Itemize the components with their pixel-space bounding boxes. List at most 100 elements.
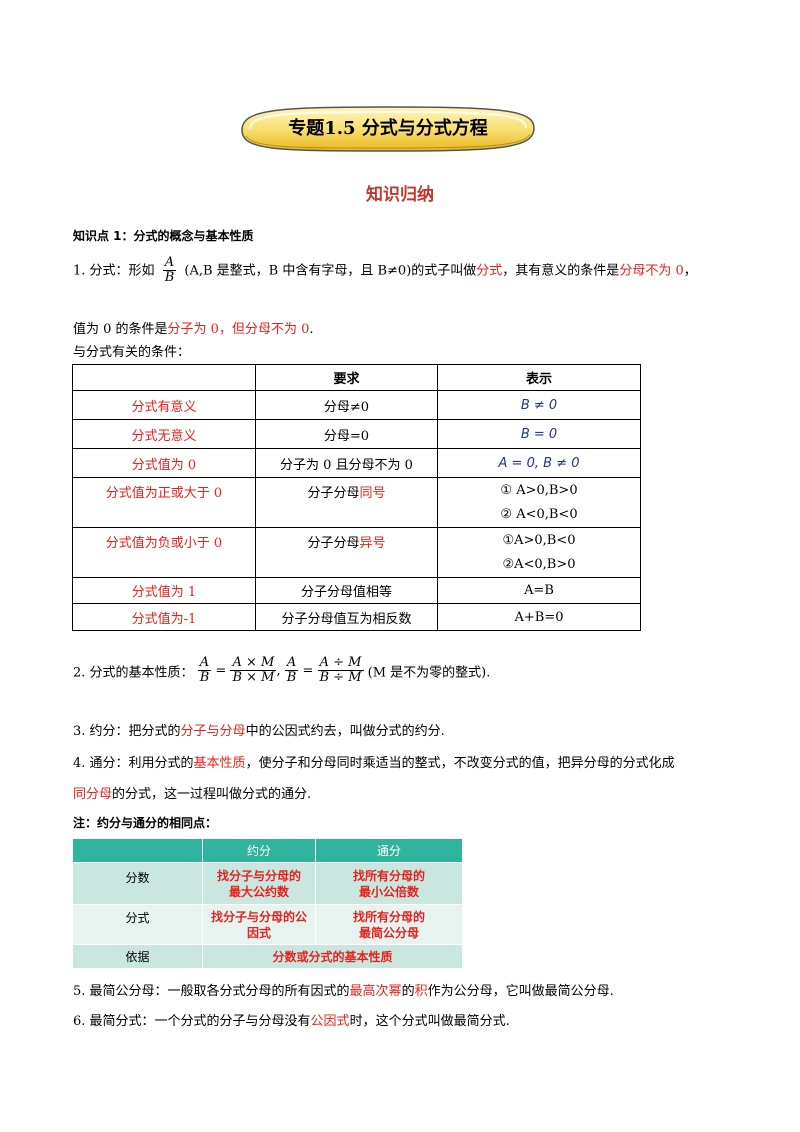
cell-line: 因式	[246, 925, 271, 940]
fraction-denominator: B ÷ M	[319, 670, 362, 686]
table-header-cell: 约分	[202, 838, 316, 863]
fraction-numerator: A × M	[230, 655, 277, 672]
condition-cell: 分式无意义	[72, 419, 256, 449]
reduction-cell: 找分子与分母的最大公约数	[202, 862, 316, 905]
table-header-row: 约分 通分	[72, 838, 463, 863]
basis-cell: 分数或分式的基本性质	[202, 944, 463, 969]
fraction-denominator: B	[164, 270, 175, 286]
p2-text-b: (M 是不为零的整式).	[367, 665, 491, 681]
condition-cell: 分式值为 1	[72, 577, 256, 604]
fraction-denominator: B	[286, 670, 297, 686]
representation-cell: ①A>0,B<0 ②A<0,B>0	[437, 527, 641, 578]
table-row: 分式 找分子与分母的公因式 找所有分母的最简公分母	[72, 904, 463, 945]
p6-text-a: 6. 最简分式：一个分式的分子与分母没有	[73, 1014, 311, 1029]
representation-cell: ① A>0,B>0 ② A<0,B<0	[437, 477, 641, 528]
fraction-numerator: A	[162, 255, 177, 272]
table-row: 分式值为正或大于 0 分子分母同号 ① A>0,B>0 ② A<0,B<0	[72, 477, 641, 528]
table-row: 分式有意义 分母≠0 B ≠ 0	[72, 390, 641, 420]
requirement-highlight: 同号	[359, 486, 386, 501]
fraction-numerator: A	[197, 655, 212, 672]
row-label: 分式	[72, 904, 203, 945]
p1-text-d: ，其有意义的条件是	[502, 263, 620, 279]
cell-line: 最小公倍数	[358, 884, 419, 899]
p1-text-g: 值为 0 的条件是	[73, 322, 168, 337]
representation-cell: B ≠ 0	[437, 390, 641, 420]
p4-highlight: 基本性质	[193, 756, 246, 771]
paragraph-4-line-1: 4. 通分：利用分式的基本性质，使分子和分母同时乘适当的整式，不改变分式的值，把…	[73, 752, 675, 771]
paragraph-3: 3. 约分：把分式的分子与分母中的公因式约去，叫做分式的约分.	[73, 720, 445, 739]
representation-line: ① A>0,B>0	[500, 482, 578, 498]
p1-denominator-nonzero: 分母不为 0	[619, 263, 684, 279]
representation-cell: A+B=0	[437, 603, 641, 631]
p4-text-e: 的分式，这一过程叫做分式的通分.	[112, 787, 312, 802]
p1-term-fraction: 分式	[476, 263, 503, 279]
p5-text-a: 5. 最简公分母：一般取各分式分母的所有因式的	[73, 984, 350, 999]
p1-text-b: (A,B 是整式，B 中含有字母，且 B≠0)的式子叫做	[180, 263, 477, 279]
table-row: 分数 找分子与分母的最大公约数 找所有分母的最小公倍数	[72, 862, 463, 905]
p1-text-f: ，	[683, 263, 697, 279]
condition-cell: 分式值为正或大于 0	[72, 477, 256, 528]
section-heading: 知识归纳	[366, 185, 434, 205]
p4-text-c: ，使分子和分母同时乘适当的整式，不改变分式的值，把异分母的分式化成	[245, 756, 675, 771]
row-label: 分数	[72, 862, 203, 905]
table-header-cell: 表示	[437, 364, 641, 391]
condition-cell: 分式值为 0	[72, 448, 256, 478]
table-header-cell	[72, 838, 203, 863]
p5-text-e: 作为公分母，它叫做最简公分母.	[427, 984, 614, 999]
common-denominator-cell: 找所有分母的最小公倍数	[315, 862, 463, 905]
p2-text-a: 2. 分式的基本性质：	[73, 665, 194, 681]
requirement-text: 分子分母	[307, 536, 360, 551]
comparison-table: 约分 通分 分数 找分子与分母的最大公约数 找所有分母的最小公倍数 分式 找分子…	[72, 838, 463, 969]
requirement-cell: 分母=0	[255, 419, 438, 449]
common-denominator-cell: 找所有分母的最简公分母	[315, 904, 463, 945]
condition-cell: 分式值为-1	[72, 603, 256, 631]
cell-line: 找所有分母的	[352, 909, 425, 924]
condition-cell: 分式值为负或小于 0	[72, 527, 256, 578]
p5-text-c: 的	[401, 984, 415, 999]
cell-line: 找所有分母的	[352, 868, 425, 883]
fraction-denominator: B × M	[232, 670, 275, 686]
table-row: 分式值为 1 分子分母值相等 A=B	[72, 577, 641, 604]
representation-cell: A = 0, B ≠ 0	[437, 448, 641, 478]
cell-line: 找分子与分母的公	[210, 909, 307, 924]
p5-highlight: 最高次幂	[349, 984, 402, 999]
table-header-cell: 要求	[255, 364, 438, 391]
p3-text-a: 3. 约分：把分式的	[73, 724, 181, 739]
paragraph-6: 6. 最简分式：一个分式的分子与分母没有公因式时，这个分式叫做最简分式.	[73, 1010, 510, 1029]
p1-zero-condition: 分子为 0，但分母不为 0	[167, 322, 310, 337]
representation-line: ①A>0,B<0	[502, 532, 576, 548]
table-row: 分式值为-1 分子分母值互为相反数 A+B=0	[72, 603, 641, 631]
cell-line: 最大公约数	[228, 884, 289, 899]
requirement-cell: 分母≠0	[255, 390, 438, 420]
fraction-numerator: A ÷ M	[317, 655, 364, 672]
requirement-cell: 分子分母异号	[255, 527, 438, 578]
table-header-cell	[72, 364, 256, 391]
requirement-cell: 分子分母值互为相反数	[255, 603, 438, 631]
representation-cell: A=B	[437, 577, 641, 604]
requirement-text: 分子分母	[307, 486, 360, 501]
fraction-denominator: B	[199, 670, 210, 686]
requirement-cell: 分子分母同号	[255, 477, 438, 528]
table-header-cell: 通分	[315, 838, 463, 863]
table-header-row: 要求 表示	[72, 364, 641, 391]
paragraph-5: 5. 最简公分母：一般取各分式分母的所有因式的最高次幂的积作为公分母，它叫做最简…	[73, 980, 614, 999]
banner-scroll-shape	[241, 106, 535, 152]
p1-text-a: 1. 分式：形如	[73, 263, 155, 279]
table-row: 分式值为 0 分子为 0 且分母不为 0 A = 0, B ≠ 0	[72, 448, 641, 478]
knowledge-point-title: 知识点 1：分式的概念与基本性质	[73, 229, 254, 243]
paragraph-1-line-2: 值为 0 的条件是分子为 0，但分母不为 0.	[73, 318, 314, 337]
condition-cell: 分式有意义	[72, 390, 256, 420]
conditions-label: 与分式有关的条件：	[73, 345, 191, 360]
cell-line: 最简公分母	[358, 925, 419, 940]
page-title: 专题1.5 分式与分式方程	[288, 118, 488, 139]
table-row: 依据 分数或分式的基本性质	[72, 944, 463, 969]
p6-text-c: 时，这个分式叫做最简分式.	[349, 1014, 510, 1029]
fraction-numerator: A	[284, 655, 299, 672]
table-row: 分式值为负或小于 0 分子分母异号 ①A>0,B<0 ②A<0,B>0	[72, 527, 641, 578]
representation-line: ② A<0,B<0	[500, 506, 578, 522]
